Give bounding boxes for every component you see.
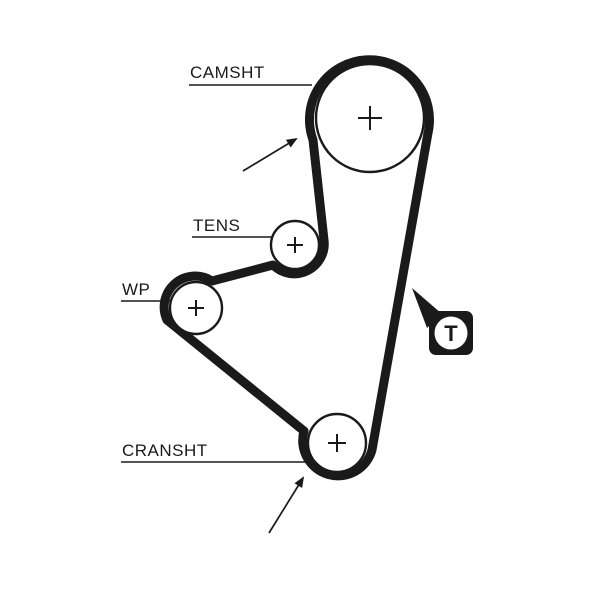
crankshaft-pulley xyxy=(306,412,368,474)
camshaft-label-group: CAMSHT xyxy=(189,63,312,86)
camshaft-label: CAMSHT xyxy=(190,63,265,82)
belt-pointer-arrow-top xyxy=(242,137,298,172)
timing-belt-path xyxy=(159,55,434,481)
crankshaft-label: CRANSHT xyxy=(122,441,208,460)
belt-pointer-arrow-bottom xyxy=(268,476,305,534)
water-pump-label: WP xyxy=(122,280,150,299)
tensioner-label-group: TENS xyxy=(192,216,272,238)
tension-marker-letter: T xyxy=(444,321,458,346)
camshaft-center-plus-icon xyxy=(358,106,382,130)
tension-marker-disc xyxy=(434,316,468,350)
tensioner-center-plus-icon xyxy=(287,237,303,253)
camshaft-pulley xyxy=(314,62,426,174)
tension-marker: T xyxy=(412,288,473,355)
tensioner-label: TENS xyxy=(193,216,240,235)
water-pump-center-plus-icon xyxy=(188,300,204,316)
crankshaft-label-group: CRANSHT xyxy=(121,441,309,463)
crankshaft-center-plus-icon xyxy=(328,434,346,452)
water-pump-label-group: WP xyxy=(121,280,171,302)
tensioner-pulley xyxy=(269,219,321,271)
water-pump-pulley xyxy=(168,280,224,336)
